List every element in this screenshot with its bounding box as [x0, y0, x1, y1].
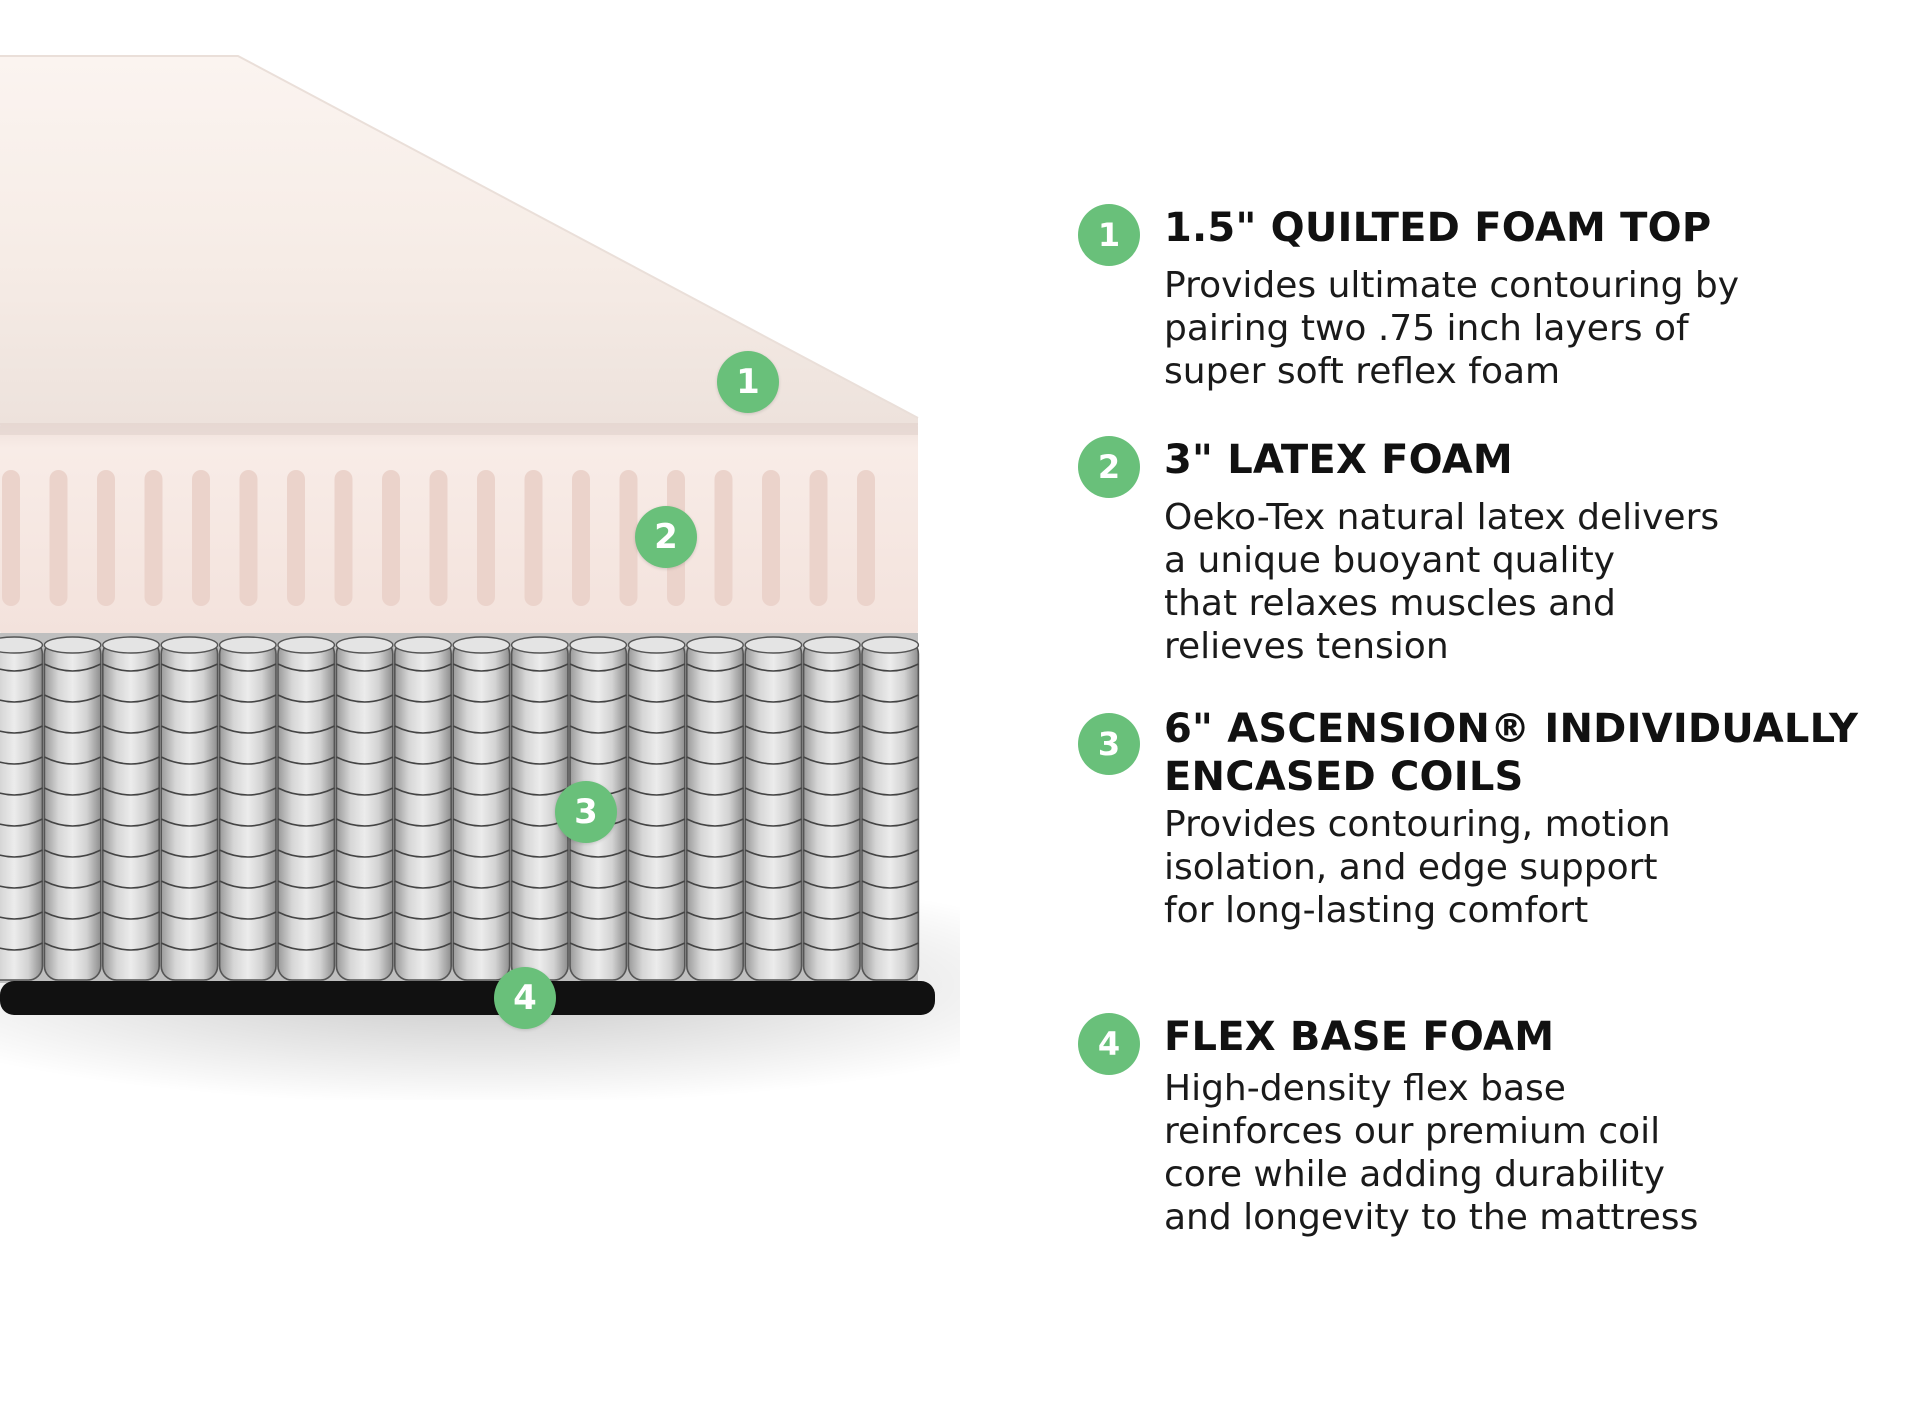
coil-column — [452, 636, 511, 981]
latex-pinhole — [857, 470, 875, 606]
latex-pinhole — [287, 470, 305, 606]
latex-foam-top-edge — [0, 423, 918, 435]
layer-number-badge: 1 — [1078, 204, 1140, 266]
coil-column — [43, 636, 102, 981]
layer-title: FLEX BASE FOAM — [1164, 1014, 1555, 1060]
latex-pinhole — [429, 470, 448, 606]
latex-pinhole — [714, 470, 733, 606]
layer-title: 3" LATEX FOAM — [1164, 437, 1513, 483]
coil-column — [685, 636, 744, 981]
coil-column — [102, 636, 161, 981]
coil-column — [277, 636, 336, 981]
coil-column — [160, 636, 219, 981]
latex-pinhole — [144, 470, 163, 606]
coil-column — [627, 636, 686, 981]
diagram-marker-2: 2 — [635, 506, 697, 568]
quilted-foam-top-edge — [0, 55, 919, 419]
latex-pinhole — [239, 470, 258, 606]
coil-column — [744, 636, 803, 981]
coil-column — [861, 636, 920, 981]
coil-column — [510, 636, 569, 981]
latex-pinholes — [2, 470, 875, 606]
coil-column — [393, 636, 452, 981]
diagram-marker-3: 3 — [555, 781, 617, 843]
latex-pinhole — [192, 470, 210, 606]
latex-pinhole — [762, 470, 780, 606]
mattress-diagram: 1 2 3 4 — [0, 0, 1120, 1105]
encased-coils — [0, 636, 920, 981]
latex-pinhole — [97, 470, 115, 606]
layer-description: Provides ultimate contouring by pairing … — [1164, 265, 1740, 392]
latex-pinhole — [524, 470, 543, 606]
layer-number-badge: 2 — [1078, 436, 1140, 498]
latex-pinhole — [2, 470, 20, 606]
latex-pinhole — [49, 470, 68, 606]
latex-pinhole — [809, 470, 828, 606]
layer-description: High-density flex base reinforces our pr… — [1164, 1068, 1699, 1238]
coil-column — [802, 636, 861, 981]
layer-description: Oeko-Tex natural latex delivers a unique… — [1164, 497, 1720, 667]
latex-pinhole — [382, 470, 400, 606]
mattress-cross-section — [0, 55, 1120, 1105]
coil-column — [335, 636, 394, 981]
diagram-marker-4: 4 — [494, 967, 556, 1029]
layer-number-badge: 3 — [1078, 713, 1140, 775]
layer-description: Provides contouring, motion isolation, a… — [1164, 804, 1671, 931]
diagram-marker-1: 1 — [717, 351, 779, 413]
latex-pinhole — [572, 470, 590, 606]
layer-number-badge: 4 — [1078, 1013, 1140, 1075]
quilted-foam-top-surface — [0, 56, 918, 425]
flex-base-foam-layer — [0, 981, 935, 1015]
coil-column — [218, 636, 277, 981]
layer-title: 6" ASCENSION® INDIVIDUALLY ENCASED COILS — [1164, 706, 1859, 800]
layer-title: 1.5" QUILTED FOAM TOP — [1164, 205, 1712, 251]
latex-pinhole — [619, 470, 638, 606]
latex-pinhole — [334, 470, 353, 606]
coil-column — [0, 636, 44, 981]
latex-foam-layer — [0, 423, 918, 635]
latex-pinhole — [477, 470, 495, 606]
